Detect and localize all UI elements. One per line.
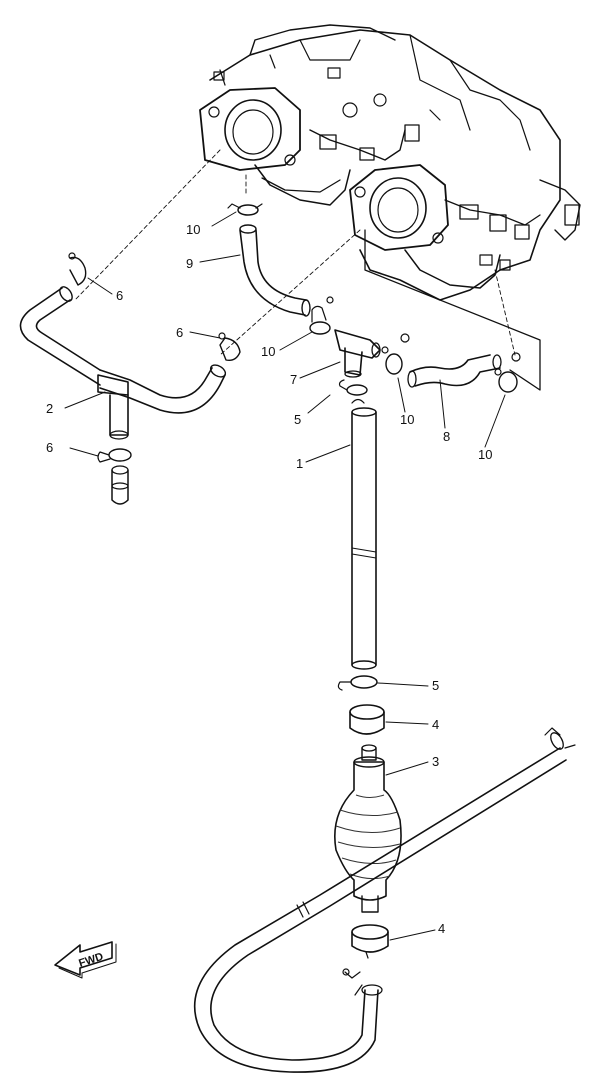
callout-4-upper: 4 [432, 717, 439, 732]
callout-1: 1 [296, 456, 303, 471]
callout-8: 8 [443, 429, 450, 444]
callout-7: 7 [290, 372, 297, 387]
hose-clamps [68, 203, 521, 691]
callout-10-top: 10 [186, 222, 200, 237]
t-joint-part-7 [334, 329, 381, 378]
carburetor-assembly [199, 24, 581, 391]
hose-part-1 [351, 407, 377, 670]
callout-5-upper: 5 [294, 412, 301, 427]
primer-bulb-part-3 [334, 744, 402, 913]
callout-6-lower: 6 [46, 440, 53, 455]
tube-part-2 [19, 286, 227, 505]
fuel-line [193, 727, 576, 1073]
callout-2: 2 [46, 401, 53, 416]
callout-labels: 10 9 6 6 10 7 2 5 10 8 6 10 1 5 4 3 4 [46, 222, 492, 936]
callout-10-middle: 10 [261, 344, 275, 359]
callout-5-lower: 5 [432, 678, 439, 693]
alignment-lines [74, 149, 516, 356]
callout-10-center: 10 [400, 412, 414, 427]
forward-direction-arrow: FWD [54, 941, 117, 979]
callout-4-lower: 4 [438, 921, 445, 936]
clamp-part-4 [349, 704, 389, 959]
callout-6-middle: 6 [176, 325, 183, 340]
callout-9: 9 [186, 256, 193, 271]
callout-10-right: 10 [478, 447, 492, 462]
callout-3: 3 [432, 754, 439, 769]
callout-6-top: 6 [116, 288, 123, 303]
hose-part-9 [239, 224, 311, 317]
leader-lines [64, 211, 506, 941]
hose-part-8 [407, 354, 502, 388]
